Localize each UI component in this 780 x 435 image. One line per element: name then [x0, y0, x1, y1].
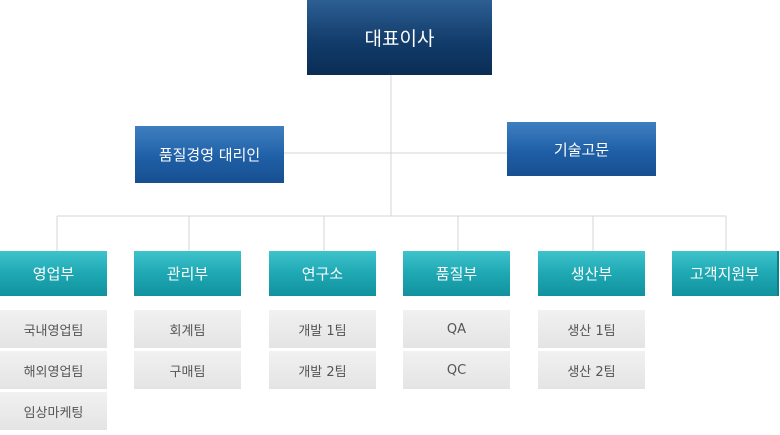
team-box: 국내영업팀 [0, 310, 107, 348]
dept-customer-support: 고객지원부 [672, 251, 779, 296]
dept-label: 품질부 [435, 265, 478, 283]
team-box: 해외영업팀 [0, 351, 107, 389]
dept-label: 영업부 [32, 265, 75, 283]
dept-label: 생산부 [570, 265, 613, 283]
dept-production: 생산부 [538, 251, 645, 296]
ceo-label: 대표이사 [364, 28, 435, 50]
technical-advisor-box: 기술고문 [507, 122, 656, 176]
dept-label: 고객지원부 [689, 265, 759, 283]
team-box: 생산 1팀 [538, 310, 645, 348]
team-box: 회계팀 [134, 310, 241, 348]
team-label: 생산 2팀 [567, 364, 616, 380]
dept-quality: 품질부 [403, 251, 510, 296]
team-box: 개발 2팀 [269, 351, 376, 389]
team-label: 개발 1팀 [298, 323, 347, 339]
team-label: 생산 1팀 [567, 323, 616, 339]
quality-management-representative-box: 품질경영 대리인 [135, 126, 284, 183]
team-box: QA [403, 310, 510, 348]
team-box: 개발 1팀 [269, 310, 376, 348]
advisor-right-label: 기술고문 [553, 140, 610, 159]
team-label: QC [446, 362, 467, 378]
team-box: 임상마케팅 [0, 392, 107, 430]
advisor-left-label: 품질경영 대리인 [158, 146, 261, 164]
team-box: QC [403, 351, 510, 389]
team-box: 구매팀 [134, 351, 241, 389]
dept-research: 연구소 [269, 251, 376, 296]
dept-management: 관리부 [134, 251, 241, 296]
dept-label: 관리부 [166, 265, 209, 283]
dept-label: 연구소 [301, 265, 344, 283]
team-label: 구매팀 [169, 364, 206, 380]
ceo-box: 대표이사 [307, 0, 492, 75]
team-label: 임상마케팅 [23, 405, 84, 421]
team-box: 생산 2팀 [538, 351, 645, 389]
dept-sales: 영업부 [0, 251, 107, 296]
team-label: 해외영업팀 [23, 364, 84, 380]
team-label: 회계팀 [169, 323, 206, 339]
team-label: 국내영업팀 [23, 323, 84, 339]
team-label: QA [446, 321, 467, 337]
team-label: 개발 2팀 [298, 364, 347, 380]
